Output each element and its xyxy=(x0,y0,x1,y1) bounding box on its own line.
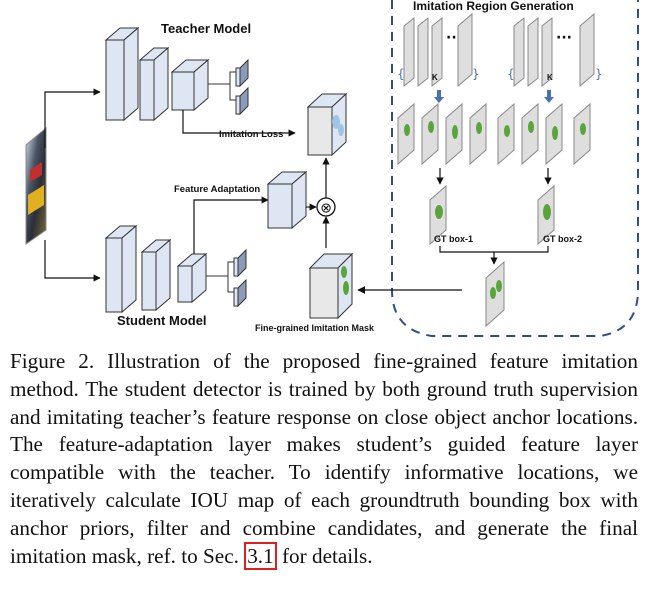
gt-green-blobs xyxy=(435,204,551,220)
student-heads xyxy=(206,248,247,308)
imitation-loss-connector xyxy=(182,110,296,137)
bracket-left-2: { xyxy=(507,67,515,81)
k-label-1: K xyxy=(432,73,438,82)
caption-text-end: for details. xyxy=(281,543,373,568)
imitation-loss-label: Imitation Loss xyxy=(219,129,283,140)
input-connectors xyxy=(44,88,101,282)
input-image xyxy=(25,126,47,245)
gt-connectors xyxy=(436,168,552,185)
architecture-diagram: Teacher Model Imitation Loss ⊗ Feature A… xyxy=(25,0,639,337)
bracket-right-2: } xyxy=(595,67,603,81)
section-reference-link[interactable]: 3.1 xyxy=(244,541,277,570)
region-generation-panel xyxy=(391,0,639,337)
student-model-label: Student Model xyxy=(117,313,207,328)
multiply-connectors xyxy=(306,157,330,248)
teacher-model-label: Teacher Model xyxy=(161,21,251,36)
feature-adaptation-label: Feature Adaptation xyxy=(174,184,260,195)
gt-box-2-label: GT box-2 xyxy=(543,234,582,244)
iou-green-blobs xyxy=(404,121,586,140)
bracket-left-1: { xyxy=(397,67,405,81)
imitation-mask-cube xyxy=(308,252,354,320)
gt-box-1-label: GT box-1 xyxy=(434,234,473,244)
anchor-maps-group-1 xyxy=(403,12,473,88)
fine-grained-mask-label: Fine-grained Imitation Mask xyxy=(255,323,375,333)
anchor-maps-group-2 xyxy=(513,12,595,88)
figure-caption: Figure 2. Illustration of the proposed f… xyxy=(10,348,638,570)
k-label-2: K xyxy=(547,73,553,82)
dots-2: ··· xyxy=(556,30,572,46)
multiply-operator: ⊗ xyxy=(316,197,336,217)
dots-1: ·· xyxy=(446,30,457,46)
region-generation-title: Imitation Region Generation xyxy=(413,0,574,13)
teacher-heads xyxy=(208,58,249,116)
iou-maps-row xyxy=(397,102,591,166)
final-mask-map xyxy=(485,260,505,328)
combine-connector xyxy=(439,246,549,265)
caption-text: Figure 2. Illustration of the proposed f… xyxy=(10,349,638,568)
down-arrows-top xyxy=(434,90,554,103)
teacher-network xyxy=(104,26,210,122)
bracket-right-1: } xyxy=(472,67,480,81)
teacher-feature-cube xyxy=(306,92,348,157)
adaptation-cube xyxy=(266,170,308,230)
multiply-symbol: ⊗ xyxy=(320,201,332,217)
adaptation-connector xyxy=(193,196,269,266)
student-network xyxy=(104,224,208,314)
